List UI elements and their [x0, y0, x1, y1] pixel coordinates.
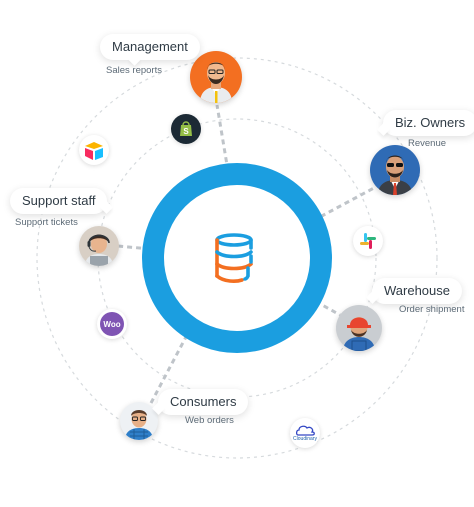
- database-icon: [215, 233, 253, 283]
- warehouse-avatar: [336, 305, 382, 351]
- support-staff-label: Support staff: [10, 188, 108, 214]
- airtable-icon: [79, 135, 109, 165]
- biz-owners-title: Biz. Owners: [395, 115, 466, 130]
- connector-management: [215, 104, 230, 172]
- management-subtitle: Sales reports: [106, 65, 162, 76]
- warehouse-title: Warehouse: [384, 283, 450, 298]
- support-staff-avatar: [79, 226, 119, 266]
- support-staff-title: Support staff: [22, 193, 96, 208]
- woocommerce-text: Woo: [103, 320, 120, 329]
- outer-orbit: [36, 57, 438, 459]
- warehouse-label: Warehouse: [372, 278, 462, 304]
- biz-owners-subtitle: Revenue: [408, 138, 447, 149]
- consumers-subtitle: Web orders: [185, 415, 234, 426]
- cloudinary-icon: Cloudinary: [290, 418, 320, 448]
- management-avatar: [190, 51, 242, 103]
- biz-owners-label: Biz. Owners: [383, 110, 474, 136]
- connector-warehouse: [307, 295, 341, 317]
- slack-icon: [353, 226, 383, 256]
- connector-consumers: [149, 334, 189, 404]
- cloudinary-text: Cloudinary: [293, 436, 317, 442]
- consumers-label: Consumers: [158, 389, 249, 415]
- management-title: Management: [112, 39, 188, 54]
- shopify-icon: S: [171, 114, 201, 144]
- warehouse-subtitle: Order shipment: [399, 304, 465, 315]
- consumers-title: Consumers: [170, 394, 237, 409]
- support-staff-subtitle: Support tickets: [15, 217, 78, 228]
- woocommerce-icon: Woo: [97, 309, 127, 339]
- biz-owners-avatar: [370, 145, 420, 195]
- svg-text:S: S: [183, 127, 189, 136]
- management-label: Management: [100, 34, 200, 60]
- central-ring: [142, 163, 332, 353]
